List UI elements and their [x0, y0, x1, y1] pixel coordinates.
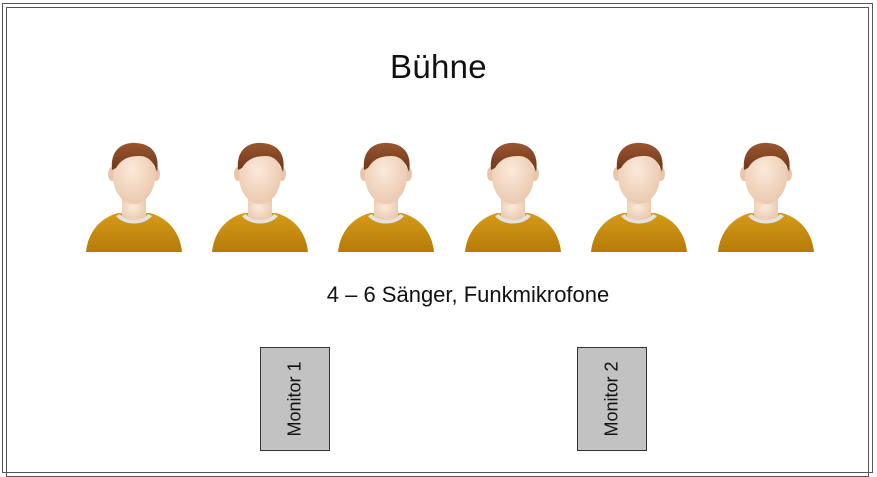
- monitor-2-box: Monitor 2: [577, 347, 647, 451]
- stage-caption: 4 – 6 Sänger, Funkmikrofone: [326, 282, 610, 307]
- singer-6-person-icon: [718, 142, 814, 252]
- monitor-1-label: Monitor 1: [284, 361, 305, 437]
- stage-title: Bühne: [390, 48, 487, 85]
- singer-3-person-icon: [338, 142, 434, 252]
- singer-1-person-icon: [86, 142, 182, 252]
- singer-row: [86, 142, 814, 252]
- singer-2-person-icon: [212, 142, 308, 252]
- monitor-1-box: Monitor 1: [260, 347, 330, 451]
- singer-5-person-icon: [591, 142, 687, 252]
- singer-4-person-icon: [465, 142, 561, 252]
- monitor-2-label: Monitor 2: [601, 361, 622, 437]
